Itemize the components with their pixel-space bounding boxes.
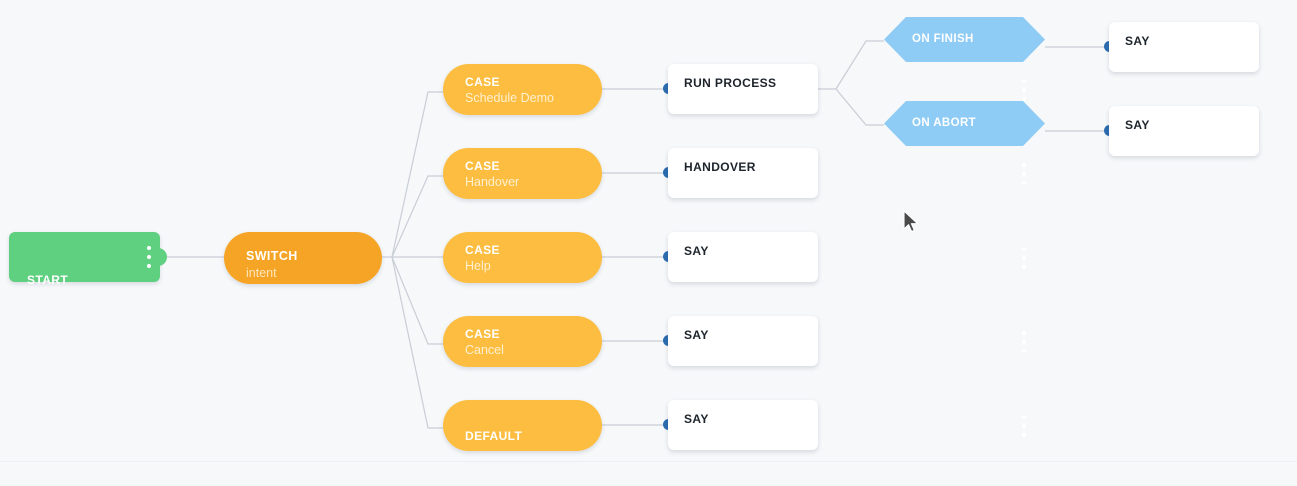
node-case-title: CASE <box>465 327 500 341</box>
node-switch-subtitle: intent <box>246 266 277 280</box>
node-case-cancel[interactable]: CASE Cancel <box>443 316 1026 367</box>
node-say-cancel[interactable]: SAY <box>668 316 818 366</box>
node-case-subtitle: Help <box>465 259 491 273</box>
node-case-subtitle: Schedule Demo <box>465 91 554 105</box>
node-handover[interactable]: HANDOVER <box>668 148 818 198</box>
node-start-title: START <box>27 273 69 287</box>
node-case-title: CASE <box>465 243 500 257</box>
kebab-menu-icon[interactable] <box>1017 79 1031 101</box>
node-action-title: SAY <box>684 328 709 342</box>
canvas-bottom-divider <box>0 461 1297 462</box>
node-switch-title: SWITCH <box>246 249 298 263</box>
node-say-default[interactable]: SAY <box>668 400 818 450</box>
node-case-default[interactable]: DEFAULT <box>443 400 1026 451</box>
node-case-title: CASE <box>465 75 500 89</box>
mouse-cursor-icon <box>903 210 918 233</box>
node-case-title: CASE <box>465 159 500 173</box>
node-action-title: SAY <box>684 412 709 426</box>
node-say-on-abort[interactable]: SAY <box>1109 106 1259 156</box>
node-run-process[interactable]: RUN PROCESS <box>668 64 818 114</box>
node-action-title: RUN PROCESS <box>684 76 777 90</box>
node-case-help[interactable]: CASE Help <box>443 232 1026 283</box>
node-event-title: ON FINISH <box>912 33 974 45</box>
node-say-help[interactable]: SAY <box>668 232 818 282</box>
node-switch[interactable]: SWITCH intent <box>224 232 586 284</box>
node-action-title: SAY <box>1125 34 1150 48</box>
node-case-handover[interactable]: CASE Handover <box>443 148 1026 199</box>
kebab-menu-icon[interactable] <box>1017 415 1031 437</box>
node-say-on-finish[interactable]: SAY <box>1109 22 1259 72</box>
node-case-subtitle: Handover <box>465 175 520 189</box>
kebab-menu-icon[interactable] <box>1017 247 1031 269</box>
node-event-title: ON ABORT <box>912 117 977 129</box>
node-start[interactable]: START <box>9 232 167 287</box>
node-event-on-abort[interactable]: ON ABORT <box>884 101 1045 146</box>
node-action-title: SAY <box>684 244 709 258</box>
node-case-subtitle: Cancel <box>465 343 504 357</box>
kebab-menu-icon[interactable] <box>1017 163 1031 185</box>
start-output-nub <box>153 248 167 266</box>
node-action-title: SAY <box>1125 118 1150 132</box>
node-action-title: HANDOVER <box>684 160 756 174</box>
kebab-menu-icon[interactable] <box>1017 331 1031 353</box>
kebab-menu-icon[interactable] <box>142 246 156 268</box>
node-event-on-finish[interactable]: ON FINISH <box>884 17 1045 62</box>
node-case-title: DEFAULT <box>465 429 523 443</box>
node-case-schedule-demo[interactable]: CASE Schedule Demo <box>443 64 1026 115</box>
